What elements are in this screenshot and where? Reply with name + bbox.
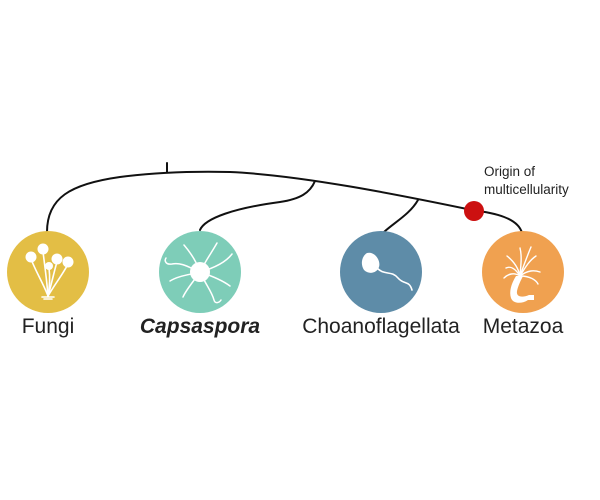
tree-branches bbox=[46, 162, 523, 234]
choanoflagellata-branch bbox=[383, 199, 419, 233]
taxon-label-fungi: Fungi bbox=[21, 315, 75, 338]
taxon-label-choanoflagellata: Choanoflagellata bbox=[302, 315, 460, 338]
backbone-branch bbox=[229, 171, 473, 211]
origin-annotation: Origin of multicellularity bbox=[484, 163, 569, 199]
taxon-label-metazoa: Metazoa bbox=[482, 315, 564, 338]
capsaspora-branch bbox=[199, 180, 316, 231]
amoeba-icon bbox=[164, 242, 233, 304]
choanoflagellata-circle bbox=[340, 231, 422, 313]
flagellate-icon bbox=[361, 252, 413, 291]
fungi-branch bbox=[46, 170, 231, 233]
annotation-line-1: Origin of bbox=[484, 164, 536, 179]
origin-marker bbox=[464, 201, 484, 221]
annotation-line-2: multicellularity bbox=[484, 182, 569, 197]
fungi-circle bbox=[7, 231, 89, 313]
fungi-icon bbox=[25, 243, 74, 300]
taxon-label-capsaspora: Capsaspora bbox=[139, 315, 261, 338]
hydra-icon bbox=[503, 246, 541, 303]
